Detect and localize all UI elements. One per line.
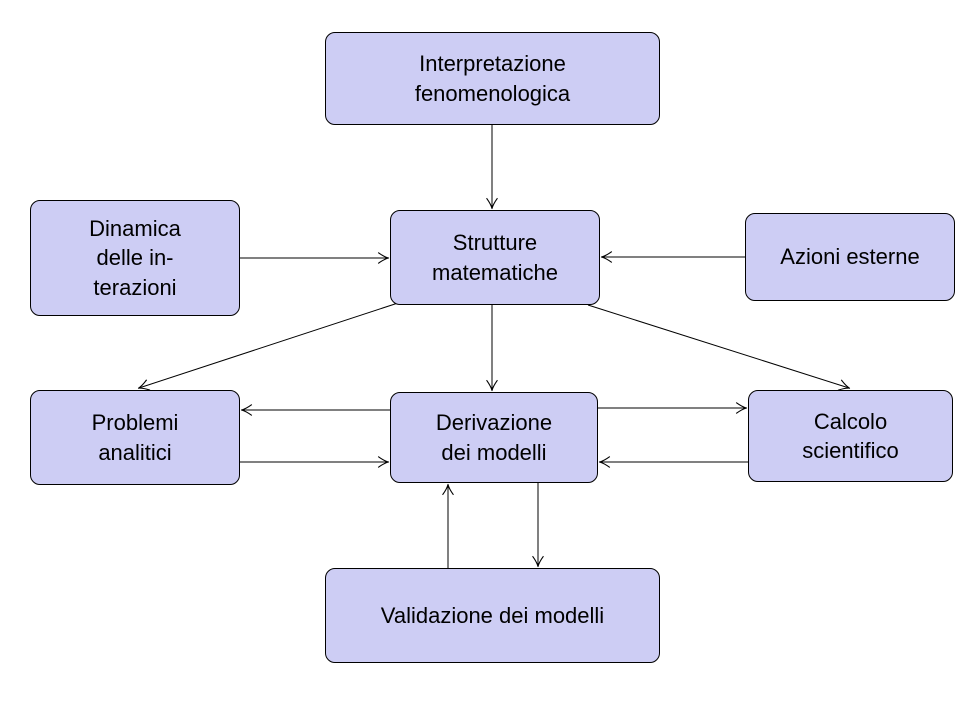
node-interpretazione-fenomenologica: Interpretazione fenomenologica — [325, 32, 660, 125]
node-azioni-esterne: Azioni esterne — [745, 213, 955, 301]
node-dinamica-delle-interazioni: Dinamica delle in- terazioni — [30, 200, 240, 316]
node-calcolo-scientifico: Calcolo scientifico — [748, 390, 953, 482]
edge-strutture-to-calcolo — [587, 304, 851, 391]
node-strutture-matematiche: Strutture matematiche — [390, 210, 600, 305]
edge-strutture-to-problemi — [137, 302, 399, 391]
node-derivazione-dei-modelli: Derivazione dei modelli — [390, 392, 598, 483]
node-problemi-analitici: Problemi analitici — [30, 390, 240, 485]
node-validazione-dei-modelli: Validazione dei modelli — [325, 568, 660, 663]
